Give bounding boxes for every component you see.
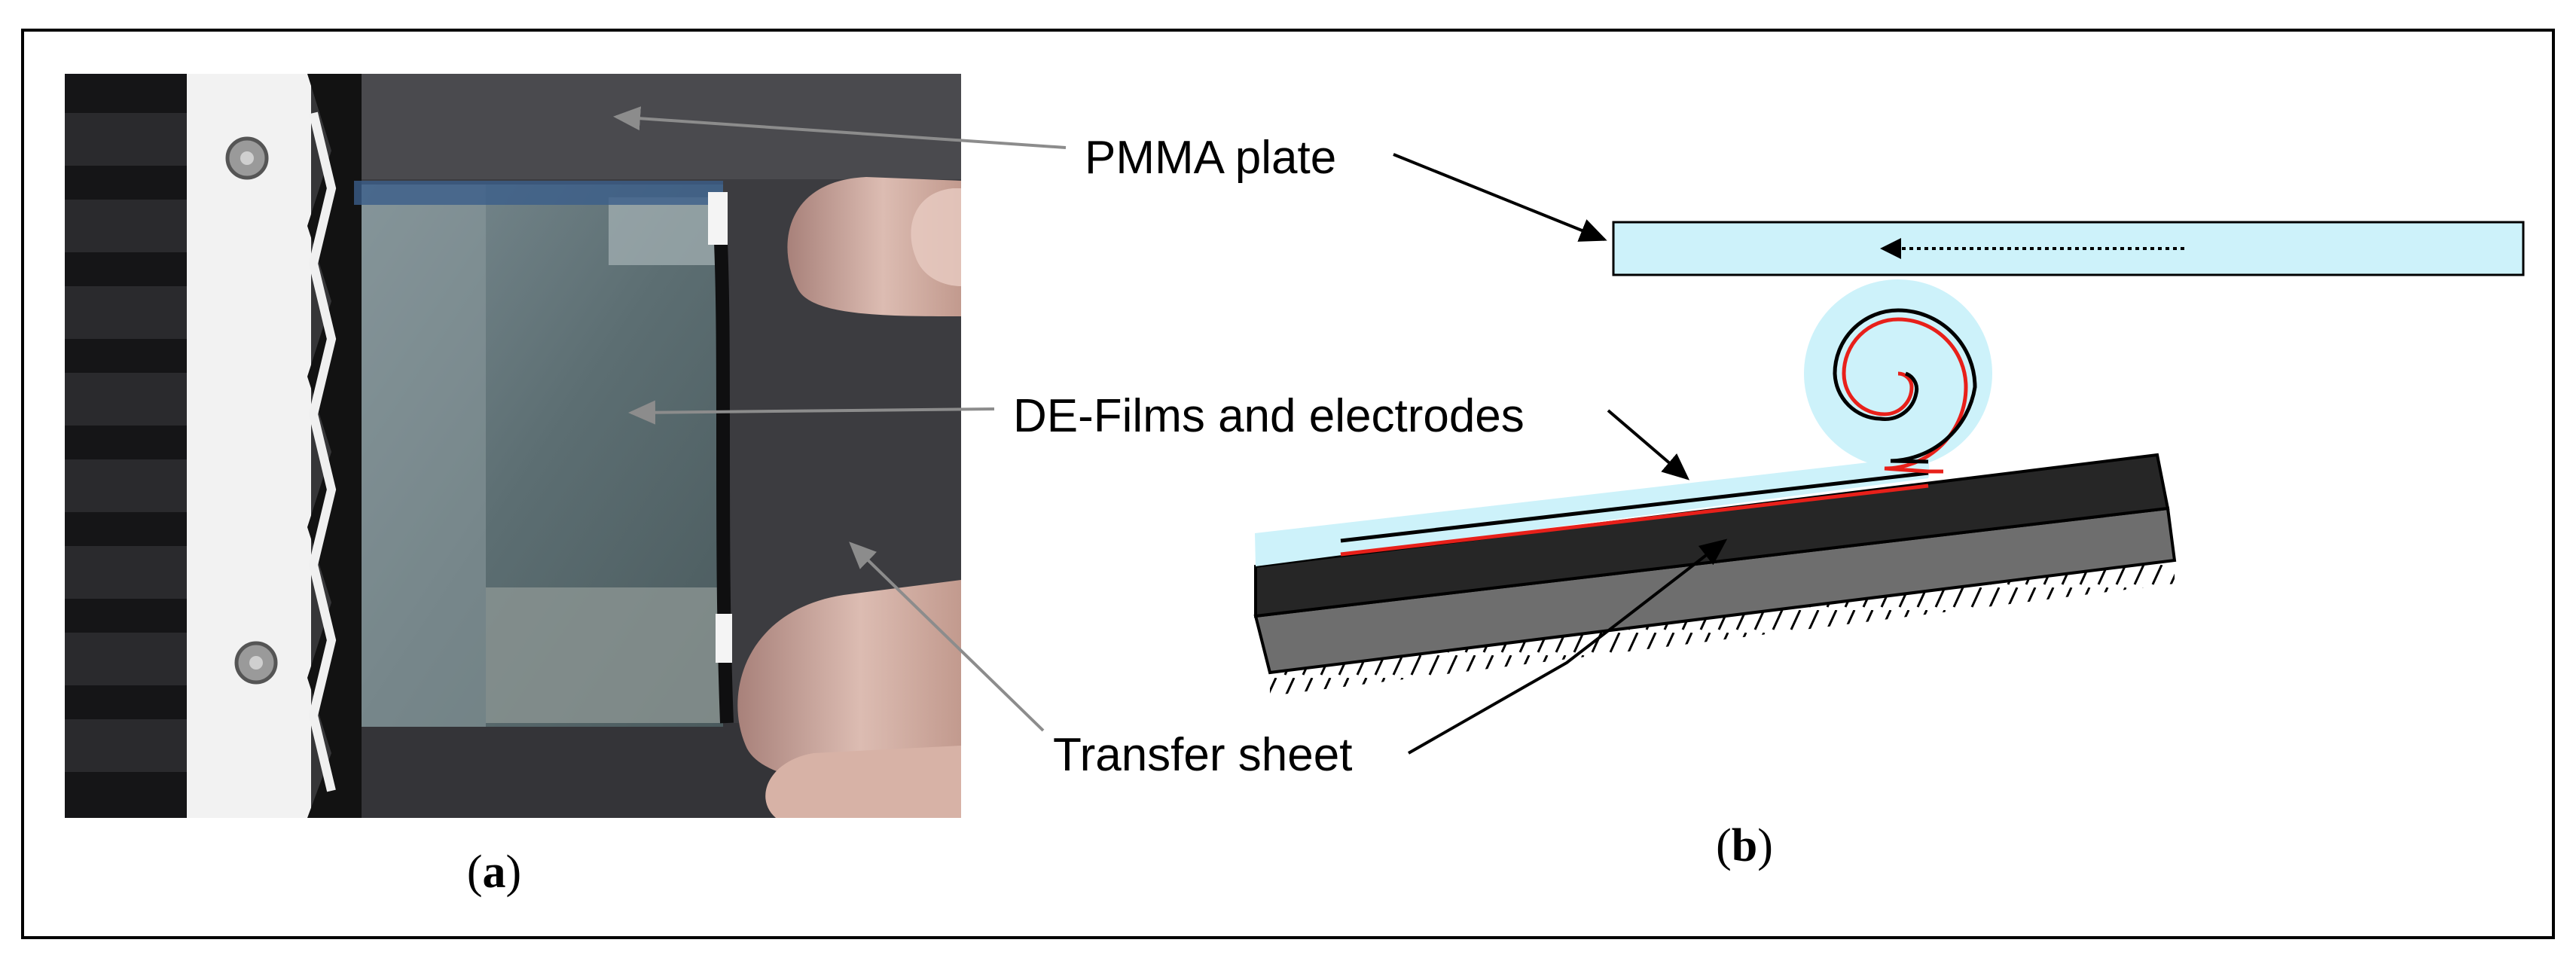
zigzag-strip <box>307 74 362 818</box>
panel-a-letter: a <box>483 847 506 898</box>
photo-leader-pmma <box>613 106 1067 149</box>
panel-a-caption: (a) <box>467 847 521 898</box>
de-film-leader-arrow <box>1607 409 1690 480</box>
transfer-sheet-shape <box>1254 453 2170 618</box>
panel-b-schematic <box>1253 153 2525 755</box>
figure-border <box>21 29 2555 939</box>
panel-b-caption: (b) <box>1716 820 1773 871</box>
ground-hatching <box>1270 560 2175 696</box>
rolled-film-spiral <box>1804 279 1992 474</box>
label-de-films: DE-Films and electrodes <box>1013 390 1525 442</box>
spiral-black-line <box>1833 308 1977 464</box>
machine-slots <box>65 74 187 818</box>
panel-b-letter: b <box>1732 820 1757 871</box>
white-rail <box>187 74 311 818</box>
label-pmma-plate: PMMA plate <box>1085 132 1336 184</box>
pmma-leader-arrow <box>1393 153 1607 242</box>
film-red-line <box>1340 484 1929 557</box>
photo-leader-film <box>628 400 995 425</box>
spiral-red-line <box>1842 317 1968 474</box>
panel-a-photo <box>65 74 961 818</box>
transfer-leader-arrow <box>1408 538 1728 755</box>
finger-bottom <box>737 580 961 786</box>
label-transfer-sheet: Transfer sheet <box>1053 729 1352 781</box>
photo-leader-transfer <box>849 542 1045 732</box>
film-black-line <box>1340 471 1929 543</box>
